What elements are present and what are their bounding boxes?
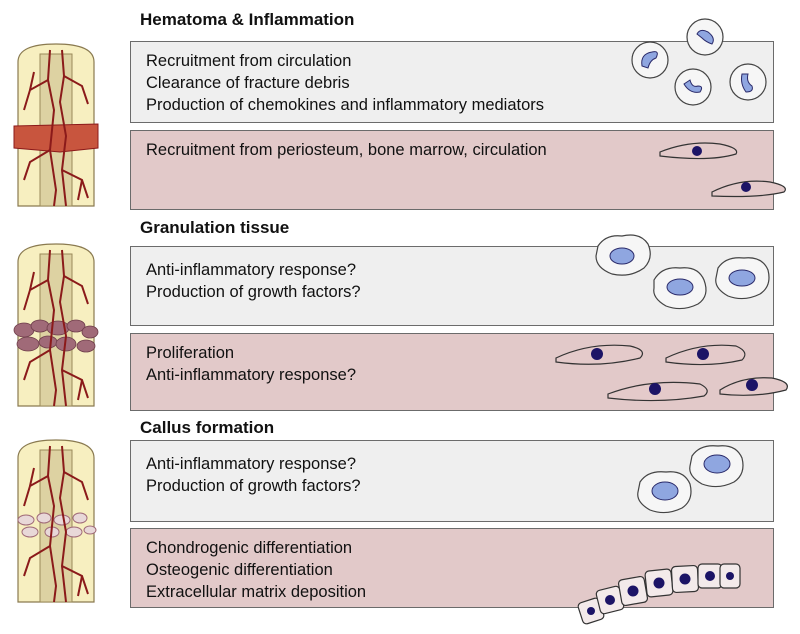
stage-title-hematoma: Hematoma & Inflammation <box>140 10 355 29</box>
msc-cell-icon <box>711 180 786 198</box>
stage-title-callus: Callus formation <box>140 418 275 437</box>
neutrophil-icon <box>674 68 712 106</box>
msc-cell-icon <box>665 344 746 366</box>
inflammatory-cells-panel: Recruitment from circulation Clearance o… <box>130 41 774 123</box>
panel-line: Production of chemokines and inflammator… <box>146 96 545 114</box>
neutrophil-icon <box>729 63 767 101</box>
panel-line: Production of growth factors? <box>146 477 361 495</box>
neutrophil-icon <box>686 18 724 56</box>
fractured-bone-icon <box>13 43 99 207</box>
msc-cell-icon <box>555 344 643 365</box>
panel-line: Recruitment from periosteum, bone marrow… <box>146 141 547 159</box>
panel-line: Extracellular matrix deposition <box>146 583 367 601</box>
msc-panel-hematoma: Recruitment from periosteum, bone marrow… <box>130 130 774 210</box>
macrophage-icon <box>595 234 651 276</box>
neutrophil-icon <box>631 41 669 79</box>
fractured-bone-icon <box>17 439 97 603</box>
panel-line: Anti-inflammatory response? <box>146 366 357 384</box>
stage-title-granulation: Granulation tissue <box>140 218 290 237</box>
msc-cell-icon <box>607 381 708 402</box>
macrophage-icon <box>689 445 744 488</box>
macrophage-icon <box>653 267 707 310</box>
macrophage-icon <box>715 257 770 300</box>
panel-line: Chondrogenic differentiation <box>146 539 353 557</box>
panel-line: Anti-inflammatory response? <box>146 455 357 473</box>
panel-line: Anti-inflammatory response? <box>146 261 357 279</box>
macrophage-icon <box>637 471 692 514</box>
panel-line: Clearance of fracture debris <box>146 74 350 92</box>
msc-cell-icon <box>719 377 788 396</box>
panel-line: Proliferation <box>146 344 235 362</box>
msc-cell-icon <box>659 142 738 160</box>
fractured-bone-icon <box>13 243 99 407</box>
chondrocyte-icon <box>577 563 741 625</box>
panel-line: Osteogenic differentiation <box>146 561 333 579</box>
panel-line: Production of growth factors? <box>146 283 361 301</box>
panel-line: Recruitment from circulation <box>146 52 352 70</box>
